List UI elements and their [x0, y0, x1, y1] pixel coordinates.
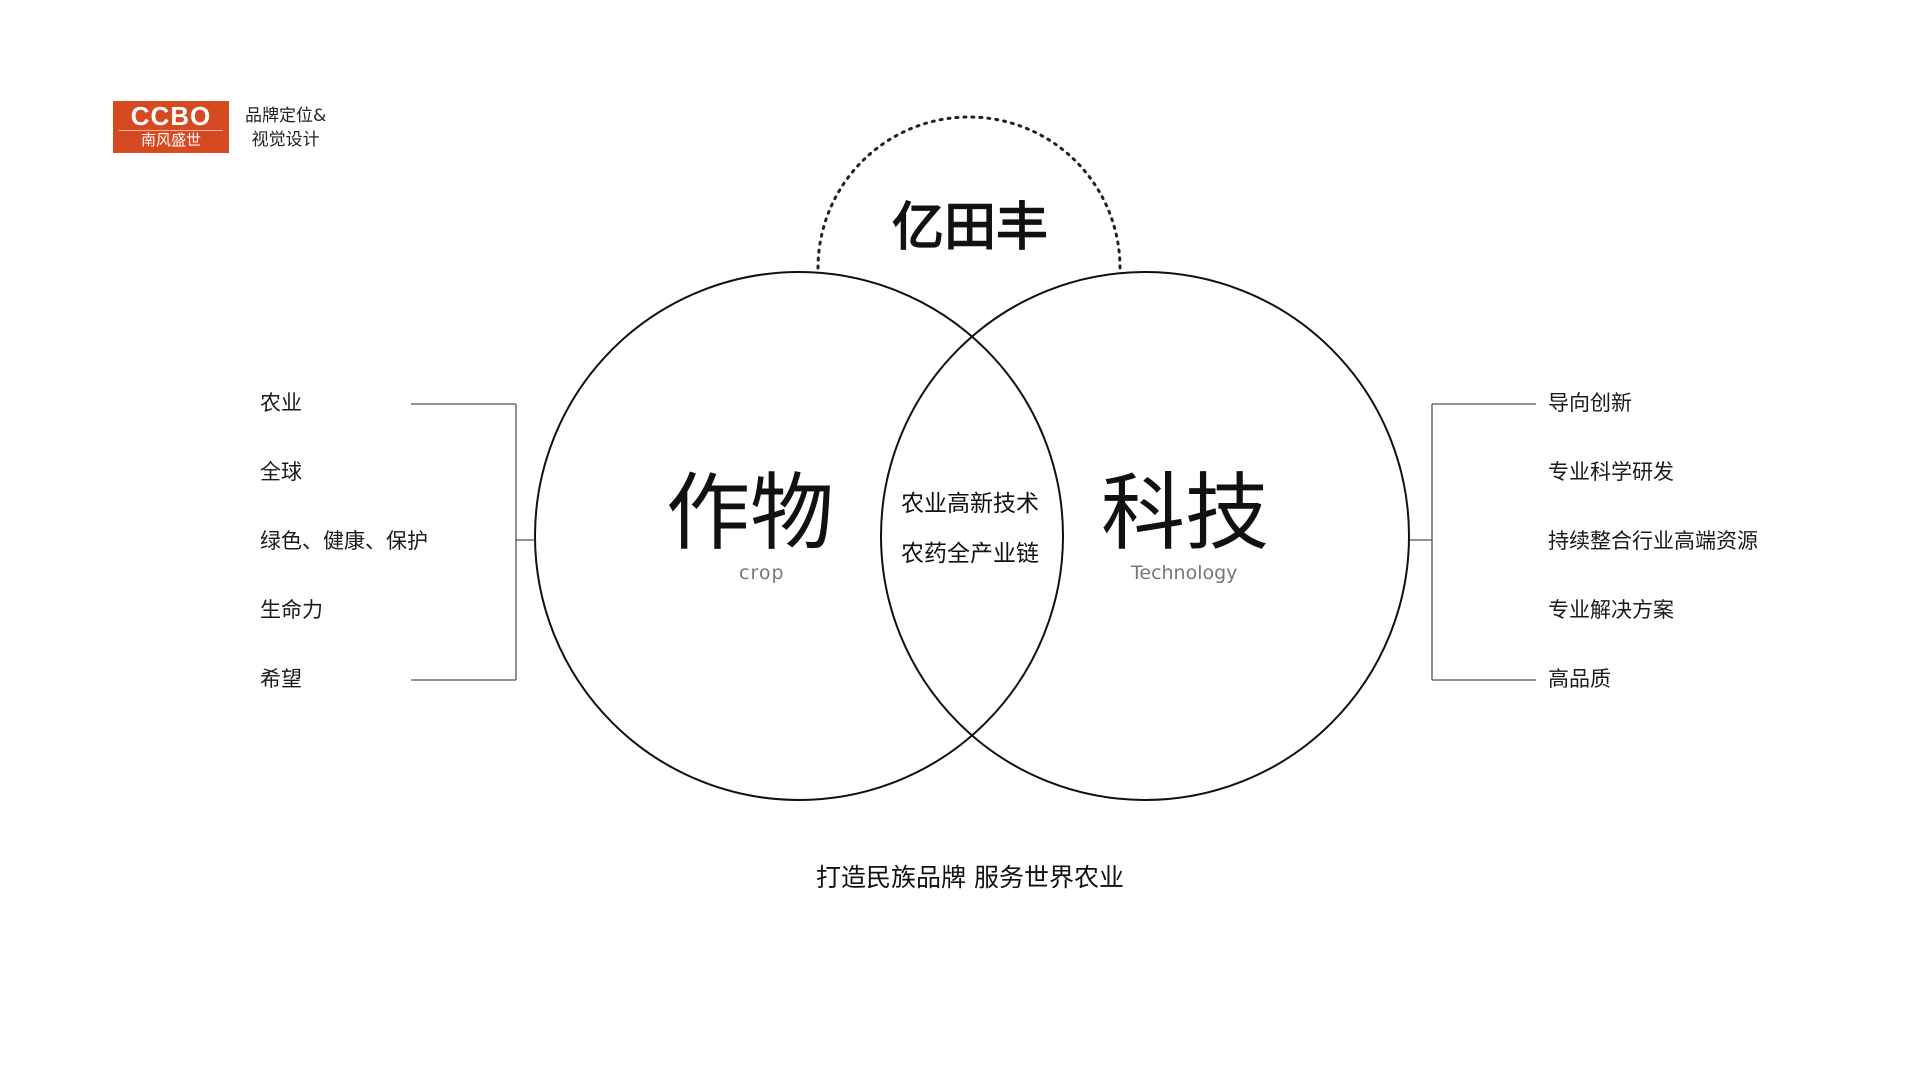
- right-list-item: 导向创新: [1548, 391, 1632, 415]
- logo-chinese-name: 南风盛世: [119, 130, 223, 149]
- overlap-line-2: 农药全产业链: [901, 541, 1039, 567]
- left-list-item: 农业: [260, 391, 302, 415]
- slogan: 打造民族品牌 服务世界农业: [816, 863, 1124, 892]
- brand-name: 亿田丰: [891, 198, 1048, 258]
- right-bracket: [1410, 403, 1536, 681]
- logo-caption-line1: 品牌定位&: [245, 106, 327, 126]
- logo-wordmark: CCBO: [130, 101, 212, 131]
- dotted-arc: [816, 115, 1122, 270]
- logo-caption: 品牌定位& 视觉设计: [245, 104, 326, 152]
- right-circle-subtitle: Technology: [1131, 562, 1238, 584]
- left-list-item: 希望: [260, 667, 302, 691]
- right-list-item: 专业科学研发: [1548, 460, 1674, 484]
- logo-caption-line2: 视觉设计: [251, 130, 320, 150]
- left-circle: [534, 271, 1064, 801]
- left-bracket: [411, 403, 535, 681]
- overlap-line-1: 农业高新技术: [901, 491, 1039, 517]
- left-list-item: 生命力: [260, 598, 323, 622]
- right-list-item: 专业解决方案: [1548, 598, 1674, 622]
- right-circle: [880, 271, 1410, 801]
- left-list-item: 绿色、健康、保护: [260, 529, 428, 553]
- right-circle-title: 科技: [1101, 464, 1270, 562]
- right-list-item: 高品质: [1548, 667, 1611, 691]
- left-list-item: 全球: [260, 460, 302, 484]
- ccbo-logo: CCBO 南风盛世: [113, 101, 229, 153]
- left-circle-title: 作物: [666, 464, 835, 562]
- left-circle-subtitle: crop: [739, 562, 785, 584]
- right-list-item: 持续整合行业高端资源: [1548, 529, 1758, 553]
